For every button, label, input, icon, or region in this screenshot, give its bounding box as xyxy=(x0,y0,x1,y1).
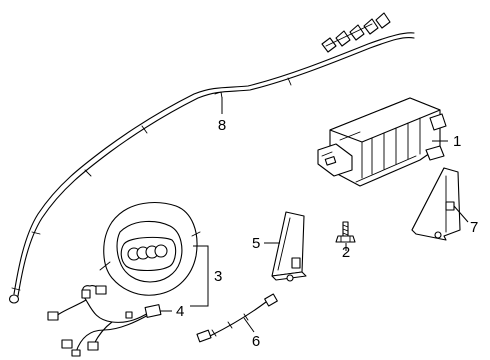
callout-5: 5 xyxy=(252,235,260,252)
callout-3-bracket xyxy=(190,245,209,307)
callout-7-leader xyxy=(453,205,469,223)
callout-4: 4 xyxy=(176,303,184,320)
callout-1: 1 xyxy=(453,133,461,150)
side-airbag-module[interactable] xyxy=(411,167,461,241)
callout-2: 2 xyxy=(342,244,350,261)
callout-6: 6 xyxy=(252,333,260,350)
clockspring-cable[interactable] xyxy=(196,293,278,343)
side-impact-sensor[interactable] xyxy=(271,211,307,282)
curtain-airbag[interactable] xyxy=(8,12,415,304)
passenger-airbag-module[interactable] xyxy=(317,97,447,187)
wiring-harness[interactable] xyxy=(47,285,162,357)
callout-3: 3 xyxy=(214,268,222,285)
mounting-bolt[interactable] xyxy=(335,221,356,243)
driver-airbag-module[interactable] xyxy=(99,202,201,296)
callout-8: 8 xyxy=(218,117,226,134)
callout-7: 7 xyxy=(470,219,478,236)
callout-6-leader xyxy=(243,317,255,333)
